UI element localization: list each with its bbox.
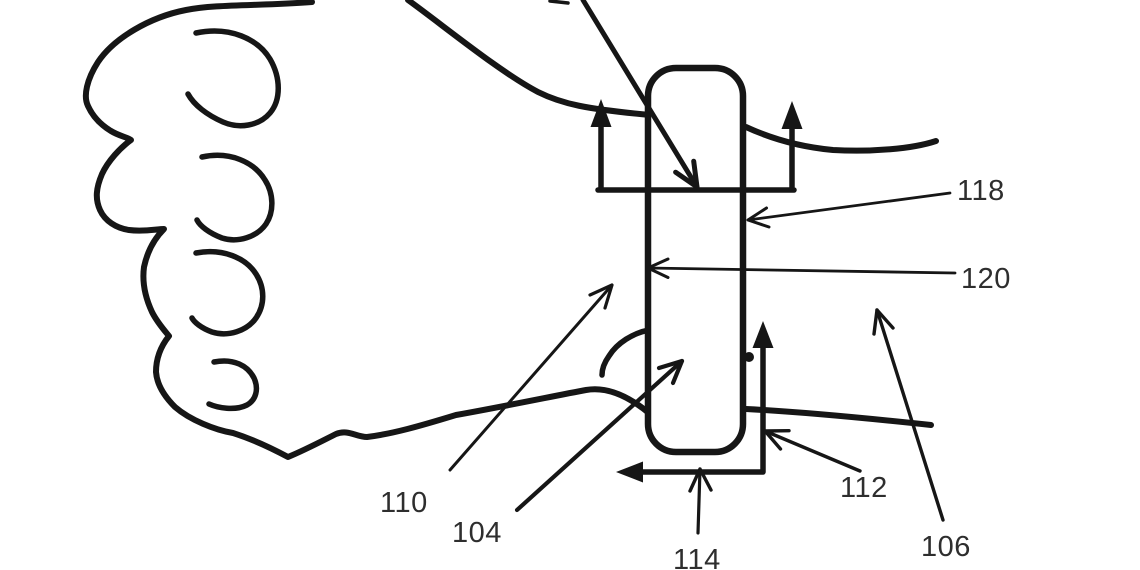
diagonal-arrow-line xyxy=(580,0,700,190)
ref-label-104: 104 xyxy=(452,517,502,549)
ref-label-110: 110 xyxy=(380,487,428,519)
cropped-label-mark xyxy=(548,0,570,5)
ref-label-118: 118 xyxy=(957,175,1005,207)
arrowhead-110 xyxy=(588,283,614,310)
leader-120 xyxy=(646,266,957,275)
motion-left-arrowhead xyxy=(616,461,643,483)
arrowhead-104 xyxy=(656,358,685,386)
finger-curl-3 xyxy=(189,249,266,337)
callout-120 xyxy=(646,257,957,279)
motion-up-arrowhead xyxy=(752,321,774,348)
wrist-bottom-line-right xyxy=(743,406,934,428)
arrowhead-112 xyxy=(763,429,791,451)
wrist-top-line-left xyxy=(405,0,653,118)
diagonal-arrowhead xyxy=(673,158,700,190)
arrowhead-118 xyxy=(746,206,771,229)
callout-110 xyxy=(448,283,614,472)
palm-edge-hook xyxy=(599,327,652,378)
callout-104 xyxy=(514,358,685,513)
finger-curl-2 xyxy=(194,152,275,243)
leader-112 xyxy=(763,429,862,473)
band-edge-detent xyxy=(744,352,754,362)
bracket-up-arrowhead-right xyxy=(781,101,803,129)
ref-label-112: 112 xyxy=(840,472,888,504)
leader-118 xyxy=(746,191,952,222)
cropped-callout-arrow xyxy=(548,0,700,190)
fist-contour xyxy=(82,0,653,460)
finger-curl-4 xyxy=(206,358,260,412)
arrowhead-114 xyxy=(688,467,713,493)
ref-label-120: 120 xyxy=(961,263,1011,295)
bracket-up-arrowhead-left xyxy=(590,99,612,127)
motion-arrows xyxy=(616,321,774,483)
callout-112 xyxy=(763,429,862,473)
callout-114 xyxy=(688,467,713,535)
leader-104 xyxy=(514,358,685,513)
leader-106 xyxy=(875,308,945,522)
ref-label-114: 114 xyxy=(673,544,721,570)
bracket-lines xyxy=(595,119,797,193)
wrist-top-line-right xyxy=(743,124,939,154)
leader-114 xyxy=(696,467,702,535)
callout-106 xyxy=(872,308,945,522)
arrowhead-106 xyxy=(872,308,895,336)
wrist-band-device xyxy=(644,64,747,456)
leader-110 xyxy=(448,283,614,472)
width-bracket xyxy=(590,99,803,193)
finger-curl-1 xyxy=(185,28,281,129)
arrowhead-120 xyxy=(646,257,670,279)
hand-outline xyxy=(82,0,939,460)
motion-arrow-lines xyxy=(638,342,766,475)
callout-118 xyxy=(746,191,952,229)
ref-label-106: 106 xyxy=(921,531,971,563)
